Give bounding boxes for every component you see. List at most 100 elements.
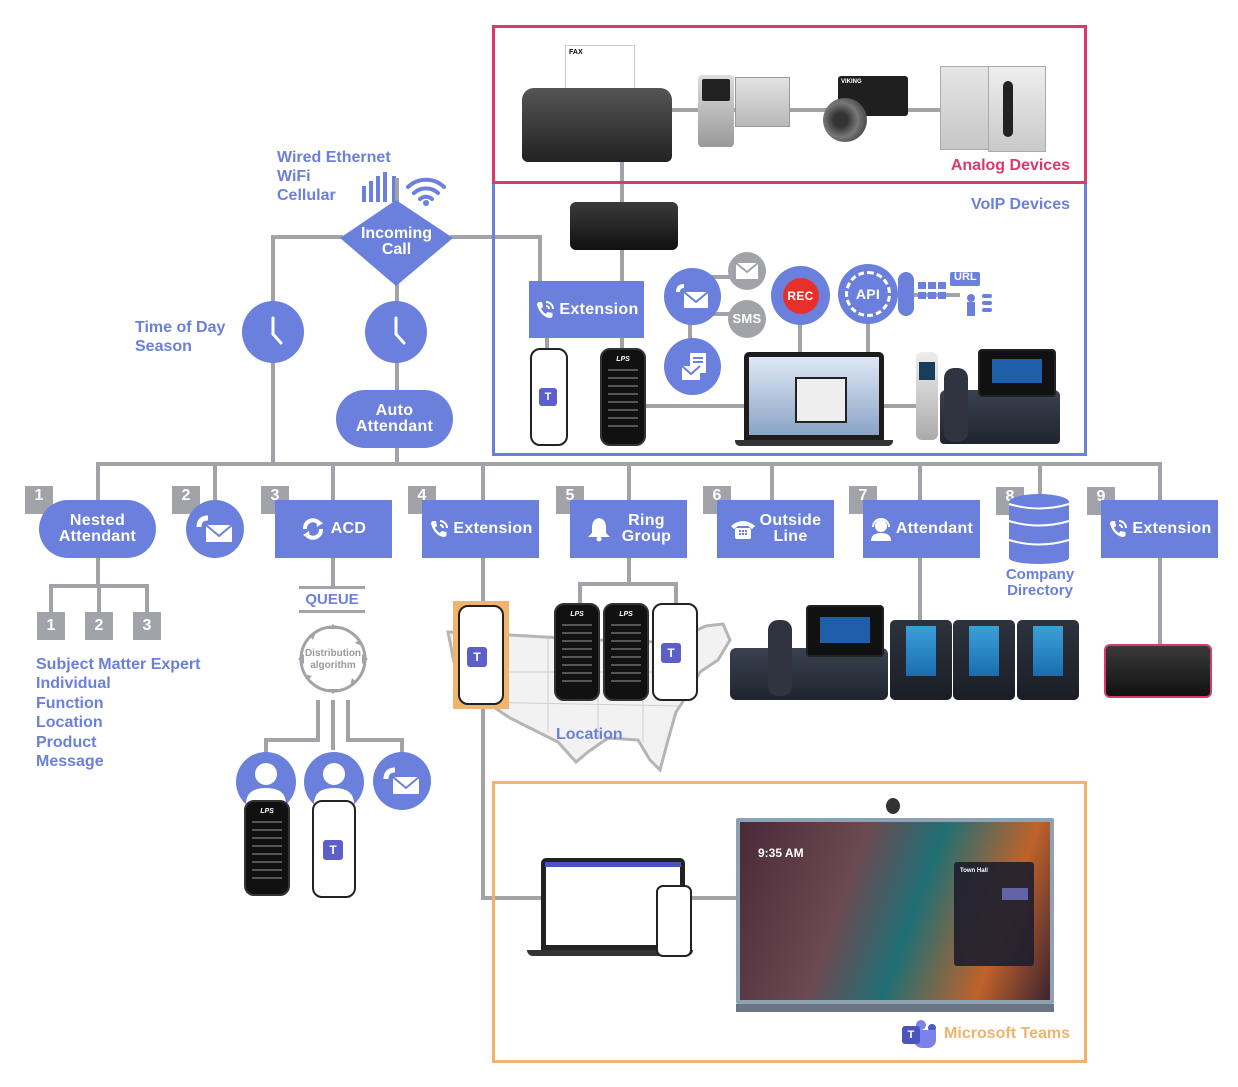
option-label: ACD bbox=[330, 520, 367, 537]
nested-sub-option[interactable]: 2 bbox=[85, 612, 113, 640]
incoming-call-node[interactable]: Incoming Call bbox=[340, 200, 453, 286]
email-icon bbox=[736, 263, 758, 279]
teams-mobile-phone-image: T bbox=[312, 800, 356, 898]
analog-devices-title: Analog Devices bbox=[950, 157, 1070, 174]
wire bbox=[538, 235, 542, 281]
paging-horn-image bbox=[823, 98, 867, 142]
incoming-call-label: Call bbox=[381, 241, 412, 258]
wire bbox=[264, 738, 320, 742]
emergency-phone-box-image bbox=[940, 66, 992, 150]
analog-devices-panel: Analog Devices bbox=[492, 25, 1087, 184]
wire bbox=[481, 462, 485, 502]
wire bbox=[1158, 462, 1162, 502]
wire bbox=[271, 235, 343, 239]
voicemail-icon bbox=[383, 767, 420, 794]
rec-badge: REC bbox=[782, 277, 819, 314]
wire bbox=[213, 462, 217, 502]
teams-logo: T bbox=[323, 840, 343, 860]
queue-label: QUEUE bbox=[305, 591, 359, 608]
ip-desk-phone-screen bbox=[978, 349, 1056, 397]
option-label: Ring bbox=[628, 512, 665, 529]
wire bbox=[481, 558, 485, 898]
distribution-algorithm-label: Distribution bbox=[304, 648, 362, 659]
expansion-module-image bbox=[890, 620, 952, 700]
option-ring-group[interactable]: Ring Group bbox=[570, 500, 687, 558]
softphone-laptop-base bbox=[735, 440, 893, 446]
wifi-icon bbox=[405, 176, 447, 206]
routing-criterion: Subject Matter Expert bbox=[36, 656, 201, 673]
api-label: API bbox=[855, 286, 881, 302]
schedule-clock-node[interactable] bbox=[365, 301, 427, 363]
lps-brand: LPS bbox=[616, 356, 630, 363]
api-integration-graphic: URL bbox=[898, 270, 998, 318]
voip-devices-panel: VoIP Devices bbox=[492, 184, 1087, 456]
option-nested-attendant[interactable]: Nested Attendant bbox=[39, 500, 156, 558]
lps-mobile-app-phone-image: LPS bbox=[603, 603, 649, 701]
connectivity-item: WiFi bbox=[277, 168, 311, 185]
wire bbox=[346, 700, 350, 740]
option-label: Line bbox=[773, 528, 808, 545]
wire bbox=[688, 318, 692, 340]
option-label: Extension bbox=[453, 520, 533, 537]
phone-ring-icon bbox=[431, 520, 449, 537]
wire bbox=[674, 582, 678, 604]
expansion-module-image bbox=[953, 620, 1015, 700]
wire bbox=[798, 318, 802, 354]
circular-arrows-icon bbox=[298, 624, 368, 694]
bell-icon bbox=[587, 518, 610, 542]
wire bbox=[1158, 558, 1162, 644]
refresh-icon bbox=[302, 518, 323, 540]
option-label: Company bbox=[1005, 566, 1075, 583]
voicemail-to-email-node[interactable] bbox=[664, 268, 721, 325]
distribution-algorithm-label: algorithm bbox=[310, 660, 356, 671]
option-attendant[interactable]: Attendant bbox=[863, 500, 980, 558]
routing-criterion: Individual bbox=[36, 675, 111, 693]
voip-extension-label: Extension bbox=[559, 300, 639, 318]
softphone-laptop-image bbox=[744, 352, 884, 440]
voip-extension-node[interactable]: Extension bbox=[529, 281, 644, 338]
auto-attendant-label: Auto bbox=[375, 402, 414, 419]
nested-sub-option[interactable]: 1 bbox=[37, 612, 65, 640]
teams-logo: T bbox=[467, 647, 487, 667]
wire bbox=[710, 275, 740, 279]
option-acd[interactable]: ACD bbox=[275, 500, 392, 558]
wire bbox=[331, 700, 335, 750]
option-extension[interactable]: Extension bbox=[422, 500, 539, 558]
teams-mobile-phone-image bbox=[656, 885, 692, 957]
connectivity-list: Wired Ethernet WiFi Cellular bbox=[277, 148, 391, 205]
distribution-algorithm-node[interactable]: Distribution algorithm bbox=[298, 624, 368, 694]
nested-sub-option[interactable]: 3 bbox=[133, 612, 161, 640]
wire bbox=[627, 558, 631, 584]
wire bbox=[331, 462, 335, 502]
option-label: Extension bbox=[1132, 520, 1212, 537]
fax-to-email-node[interactable] bbox=[664, 338, 721, 395]
auto-attendant-label: Attendant bbox=[355, 418, 434, 435]
email-node bbox=[728, 252, 766, 290]
wire bbox=[400, 738, 404, 758]
room-display-soundbar bbox=[736, 1004, 1054, 1012]
time-of-day-clock-node[interactable] bbox=[242, 301, 304, 363]
wire bbox=[97, 584, 101, 612]
call-recording-node[interactable]: REC bbox=[771, 266, 830, 325]
wire bbox=[880, 404, 920, 408]
option-outside-line[interactable]: Outside Line bbox=[717, 500, 834, 558]
fax-to-email-icon bbox=[680, 352, 706, 380]
wire bbox=[918, 462, 922, 502]
auto-attendant-node[interactable]: Auto Attendant bbox=[336, 390, 453, 448]
api-integration-node[interactable]: API bbox=[838, 264, 898, 324]
option-extension[interactable]: Extension bbox=[1101, 500, 1218, 558]
option-label: Attendant bbox=[58, 528, 137, 545]
lps-mobile-app-phone-image: LPS bbox=[600, 348, 646, 446]
teams-panel-title: T Microsoft Teams bbox=[902, 1020, 1070, 1048]
sms-node: SMS bbox=[728, 300, 766, 338]
time-of-day-label: Time of Day Season bbox=[135, 318, 225, 356]
wire bbox=[264, 738, 268, 758]
option-voicemail[interactable] bbox=[186, 500, 244, 558]
microsoft-teams-panel: T Microsoft Teams bbox=[492, 781, 1087, 1063]
option-company-directory[interactable] bbox=[1008, 494, 1070, 564]
queue-voicemail-node[interactable] bbox=[373, 752, 431, 810]
emergency-phone-box-image bbox=[988, 66, 1046, 152]
join-button[interactable] bbox=[1002, 888, 1028, 900]
wire bbox=[49, 584, 53, 612]
lps-mobile-app-phone-image: LPS bbox=[244, 800, 290, 896]
